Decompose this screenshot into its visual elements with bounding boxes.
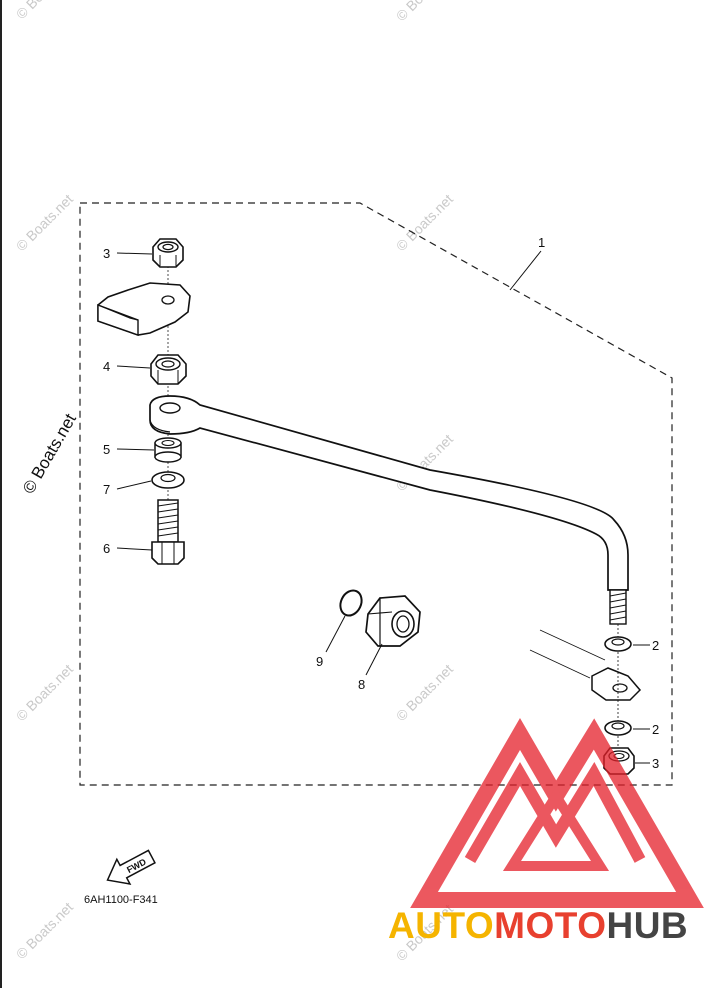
callout-2-bottom: 2 <box>652 722 659 737</box>
automotohub-logo-icon <box>410 718 704 908</box>
callout-2-top: 2 <box>652 638 659 653</box>
brand-part-2: MOTO <box>494 905 606 946</box>
callouts: 1 2 2 3 3 4 5 6 7 8 9 <box>103 235 659 771</box>
watermark-6: © Boats.net <box>13 661 76 724</box>
nut <box>150 354 187 385</box>
brand-part-1: AUTO <box>388 905 494 946</box>
watermark-7: © Boats.net <box>393 661 456 724</box>
assembly-outline <box>79 202 673 786</box>
part-code: 6AH1100-F341 <box>84 894 158 906</box>
washer-left <box>151 471 185 489</box>
watermark-4: © Boats.net <box>393 191 456 254</box>
bolt <box>151 499 185 565</box>
callout-9: 9 <box>316 654 323 669</box>
watermark-1: © Boats.net <box>13 0 76 22</box>
link-rod <box>149 395 629 625</box>
callout-5: 5 <box>103 442 110 457</box>
brand-part-3: HUB <box>606 905 688 946</box>
left-border <box>0 0 2 988</box>
lock-nut-top <box>152 238 184 268</box>
tiller-arm <box>529 624 642 760</box>
callout-6: 6 <box>103 541 110 556</box>
large-nut <box>365 595 421 647</box>
callout-7: 7 <box>103 482 110 497</box>
collar <box>154 437 182 463</box>
callout-3-left: 3 <box>103 246 110 261</box>
o-ring <box>339 589 363 617</box>
callout-4: 4 <box>103 359 110 374</box>
rod-thread <box>609 589 627 625</box>
watermark-3: © Boats.net <box>13 191 76 254</box>
watermark-dark: © Boats.net <box>19 410 80 497</box>
callout-1: 1 <box>538 235 545 250</box>
bracket-plate <box>97 282 191 336</box>
washer-right-top <box>604 636 632 652</box>
watermarks: © Boats.net © Boats.net © Boats.net © Bo… <box>13 0 456 964</box>
brand-text: AUTOMOTOHUB <box>388 905 688 946</box>
callout-3-right: 3 <box>652 756 659 771</box>
leader-lines <box>116 250 650 764</box>
watermark-8: © Boats.net <box>13 899 76 962</box>
watermark-2: © Boats.net <box>393 0 456 24</box>
washer-right-bottom <box>604 720 632 736</box>
fwd-arrow-icon: FWD <box>106 849 156 885</box>
callout-8: 8 <box>358 677 365 692</box>
